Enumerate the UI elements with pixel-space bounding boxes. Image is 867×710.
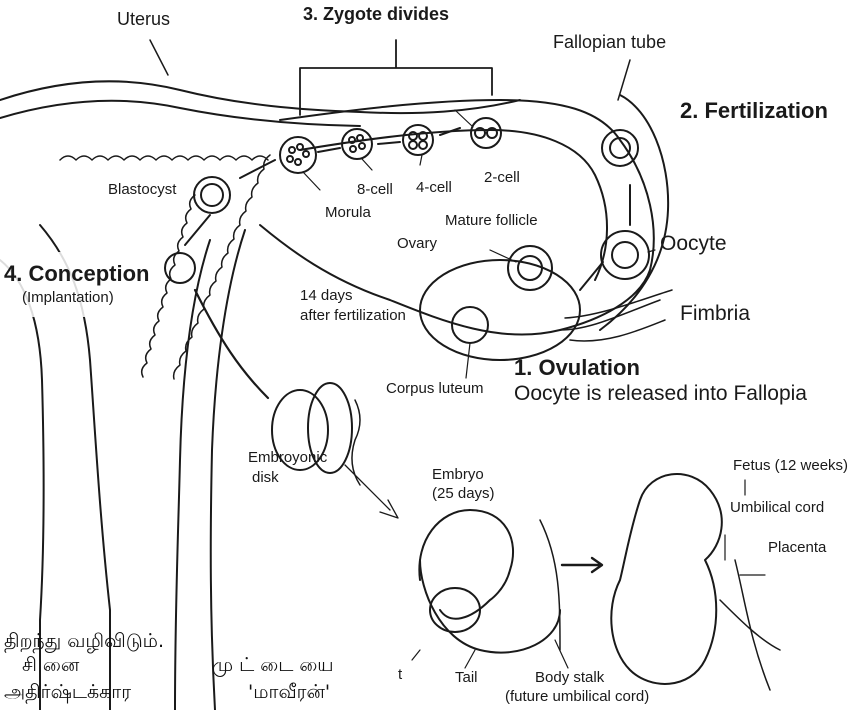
- cell-8: [342, 129, 372, 159]
- label-fetus: Fetus (12 weeks): [733, 458, 848, 473]
- label-placenta: Placenta: [768, 540, 826, 555]
- fetus: [611, 474, 722, 684]
- label-zygote-divides: 3. Zygote divides: [303, 5, 449, 23]
- label-implantation: (Implantation): [22, 290, 114, 305]
- label-t: t: [398, 667, 402, 682]
- label-disk: disk: [252, 470, 279, 485]
- label-fallopian-tube: Fallopian tube: [553, 33, 666, 51]
- ovary: [420, 260, 580, 360]
- label-ovary: Ovary: [397, 236, 437, 251]
- label-blastocyst: Blastocyst: [108, 182, 176, 197]
- blastocyst: [194, 177, 230, 213]
- label-14-days: 14 days: [300, 288, 353, 303]
- tamil-line-3a: அதிர்ஷ்டக்கார: [4, 683, 131, 702]
- tamil-line-2b: முட்டையை: [212, 656, 340, 675]
- label-corpus-luteum: Corpus luteum: [386, 381, 484, 396]
- label-8-cell: 8-cell: [357, 182, 393, 197]
- label-ovulation: 1. Ovulation: [514, 357, 640, 379]
- uterus-upper-wall: [0, 81, 520, 113]
- label-embryo: Embryo: [432, 467, 484, 482]
- tamil-line-2a: சினை: [22, 656, 85, 675]
- endometrium: [60, 156, 268, 160]
- label-fimbria: Fimbria: [680, 303, 750, 324]
- label-after-fertilization: after fertilization: [300, 308, 406, 323]
- label-embryo-days: (25 days): [432, 486, 495, 501]
- tamil-line-3b: 'மாவீரன்': [248, 683, 330, 702]
- label-umbilical-cord: Umbilical cord: [730, 500, 824, 515]
- tamil-line-1: திறந்து வழிவிடும்.: [4, 632, 164, 651]
- label-conception: 4. Conception: [4, 263, 149, 285]
- label-morula: Morula: [325, 205, 371, 220]
- cell-4: [403, 125, 433, 155]
- label-4-cell: 4-cell: [416, 180, 452, 195]
- label-oocyte: Oocyte: [660, 233, 727, 254]
- zygote-bracket: [300, 40, 492, 115]
- label-2-cell: 2-cell: [484, 170, 520, 185]
- label-uterus: Uterus: [117, 10, 170, 28]
- embryo: [419, 510, 513, 619]
- label-ovulation-desc: Oocyte is released into Fallopia: [514, 383, 807, 404]
- fertilized-egg: [602, 130, 638, 166]
- oocyte: [601, 231, 649, 279]
- label-mature-follicle: Mature follicle: [445, 213, 538, 228]
- label-future-cord: (future umbilical cord): [505, 689, 649, 704]
- label-embryonic: Embroyonic: [248, 450, 327, 465]
- label-body-stalk: Body stalk: [535, 670, 604, 685]
- label-fertilization: 2. Fertilization: [680, 100, 828, 122]
- label-tail: Tail: [455, 670, 478, 685]
- implanting-blastocyst: [165, 253, 195, 283]
- morula: [280, 137, 316, 173]
